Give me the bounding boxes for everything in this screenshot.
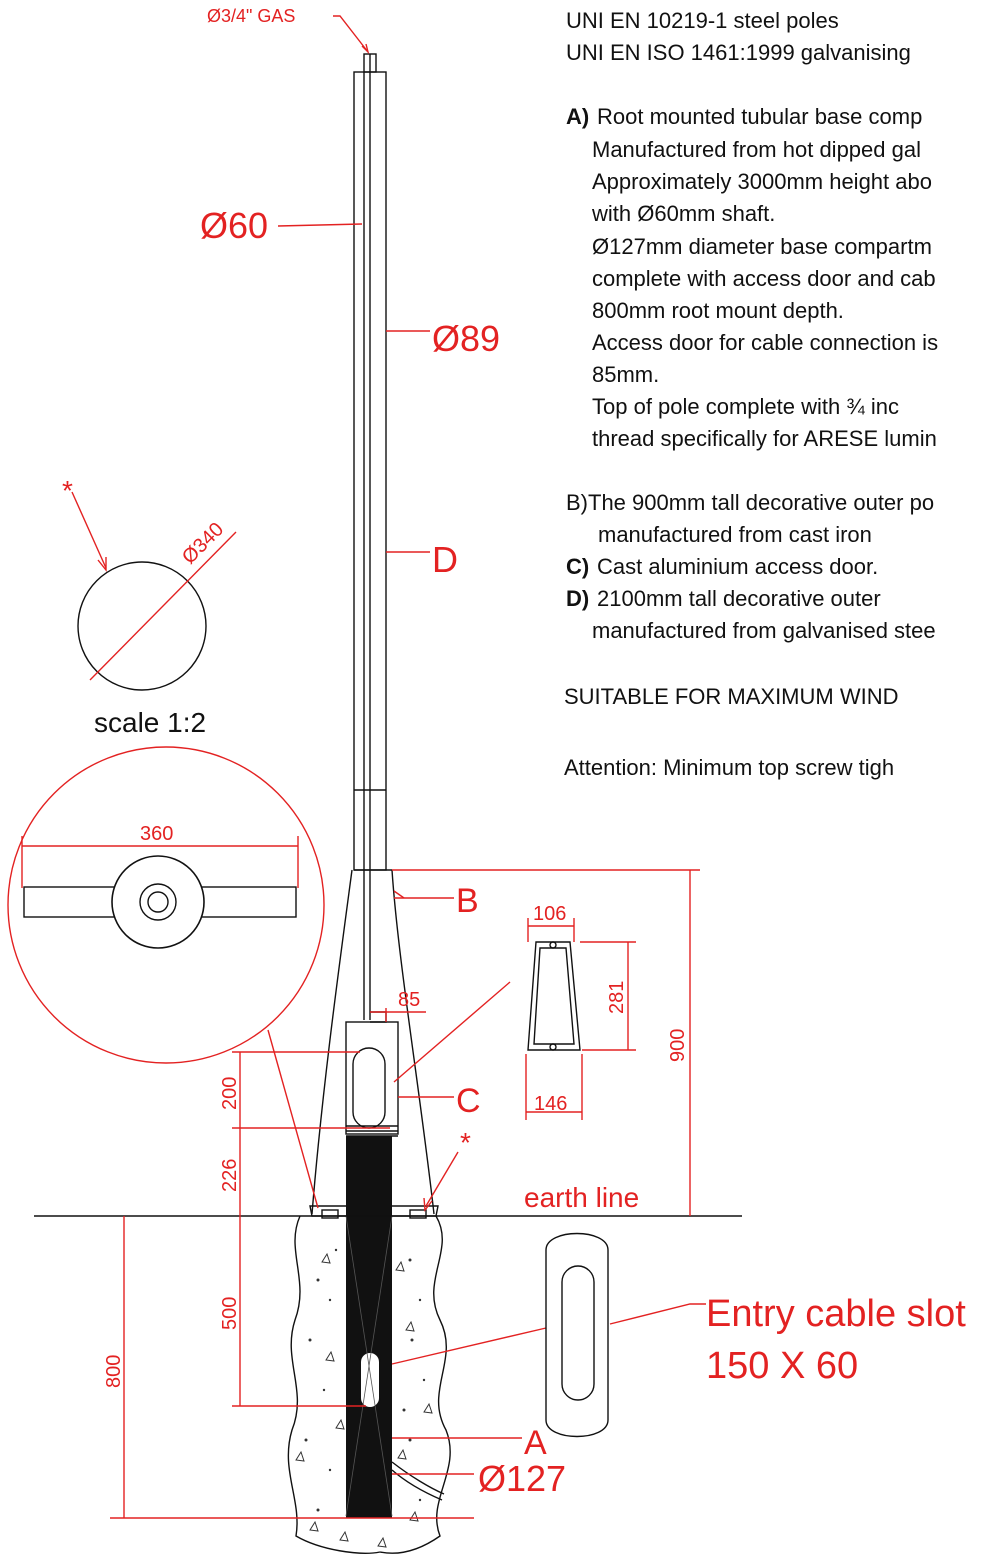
standard-steel: UNI EN 10219-1 steel poles — [566, 8, 839, 33]
base-tube — [346, 1136, 392, 1518]
item-a-marker: A) — [566, 104, 590, 129]
item-c-text: Cast aluminium access door. — [597, 554, 879, 579]
width-85-label: 85 — [398, 989, 420, 1011]
item-a-line: Approximately 3000mm height abo — [592, 169, 932, 194]
width-360-label: 360 — [140, 823, 173, 845]
gas-label: Ø3/4" GAS — [207, 6, 295, 26]
item-b-line: B)The 900mm tall decorative outer po — [566, 490, 935, 515]
width-146-label: 146 — [534, 1093, 567, 1115]
wind-note: SUITABLE FOR MAXIMUM WIND — [564, 684, 899, 709]
base-section-circle — [71, 491, 237, 691]
access-door — [345, 1011, 399, 1137]
entry-cable-slot-label: Entry cable slot — [706, 1293, 966, 1335]
item-a-line: Access door for cable connection is — [592, 330, 939, 355]
item-c-marker: C) — [566, 554, 590, 579]
diameter-340-label: Ø340 — [178, 518, 228, 568]
annotation-lines — [110, 15, 706, 1519]
item-a-line: Manufactured from hot dipped gal — [592, 137, 921, 162]
item-d-line: 2100mm tall decorative outer — [597, 586, 881, 611]
height-800-label: 800 — [103, 1355, 125, 1388]
star-label-top: * — [62, 475, 73, 506]
plan-view-circle — [7, 746, 325, 1064]
item-a-line: complete with access door and cab — [592, 266, 936, 291]
height-200-label: 200 — [219, 1077, 241, 1110]
part-d-label: D — [432, 539, 458, 580]
item-a-line: Ø127mm diameter base compartm — [592, 234, 932, 259]
attention-note: Attention: Minimum top screw tigh — [564, 755, 895, 780]
standard-galvanising: UNI EN ISO 1461:1999 galvanising — [566, 40, 911, 65]
height-226-label: 226 — [219, 1159, 241, 1192]
item-a-line: 800mm root mount depth. — [592, 298, 844, 323]
part-c-label: C — [456, 1082, 481, 1120]
height-281-label: 281 — [606, 981, 628, 1014]
item-a-line: Top of pole complete with ¾ inc — [592, 394, 899, 419]
diameter-127-label: Ø127 — [478, 1458, 566, 1499]
diameter-60-label: Ø60 — [200, 205, 268, 246]
width-106-label: 106 — [533, 903, 566, 925]
item-a-line: Root mounted tubular base comp — [597, 104, 923, 129]
slot-dimension-label: 150 X 60 — [706, 1345, 858, 1387]
star-label-base: * — [460, 1127, 471, 1158]
part-a-label: A — [524, 1424, 547, 1462]
part-b-label: B — [456, 882, 479, 920]
height-500-label: 500 — [219, 1297, 241, 1330]
item-a-line: 85mm. — [592, 362, 660, 387]
pole-shaft — [353, 53, 387, 1020]
concrete-foundation — [287, 1215, 451, 1554]
item-a-line: thread specifically for ARESE lumin — [592, 426, 937, 451]
scale-label: scale 1:2 — [94, 707, 206, 738]
item-d-marker: D) — [566, 586, 590, 611]
item-d-line: manufactured from galvanised stee — [592, 618, 936, 643]
item-a-line: with Ø60mm shaft. — [592, 201, 776, 226]
cable-slot-detail — [545, 1232, 609, 1438]
diameter-89-label: Ø89 — [432, 318, 500, 359]
item-b-line: manufactured from cast iron — [598, 522, 872, 547]
height-900-label: 900 — [667, 1029, 689, 1062]
access-door-detail — [525, 918, 636, 1120]
earth-line-label: earth line — [524, 1182, 639, 1213]
